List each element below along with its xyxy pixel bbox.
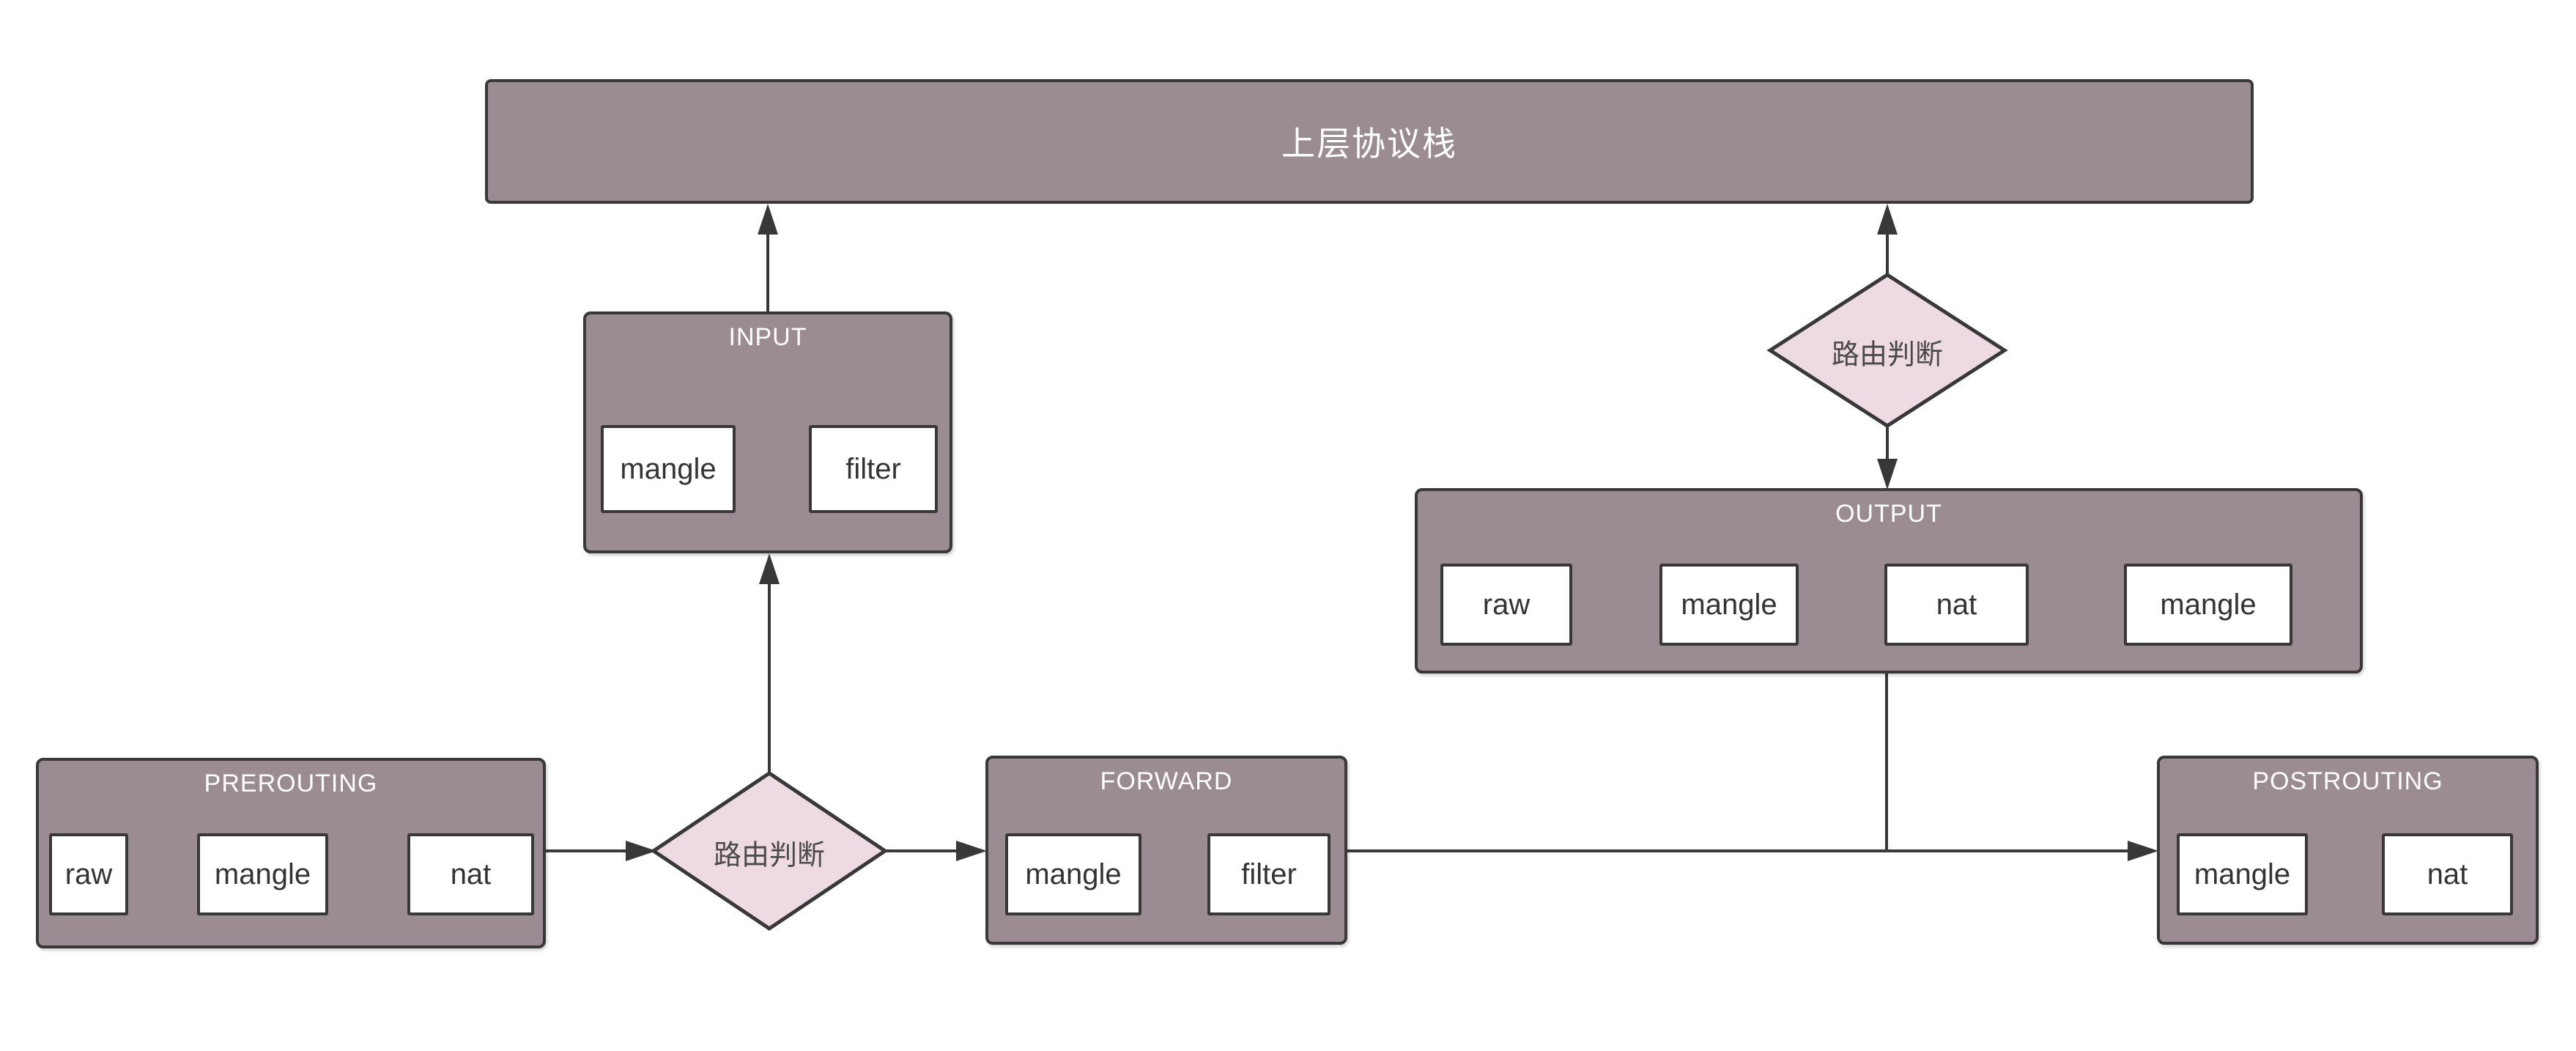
chain-title-forward: FORWARD [1100, 767, 1233, 795]
table-label: mangle [2160, 588, 2257, 621]
arrow-decision-to-stack [1877, 204, 1898, 279]
routing-decision-diamond-left [650, 770, 889, 932]
chain-box-output: OUTPUT raw mangle nat mangle [1415, 488, 2363, 674]
chain-title-postrouting: POSTROUTING [2252, 767, 2443, 795]
table-box-postrouting-mangle: mangle [2177, 833, 2308, 915]
table-label: nat [450, 858, 492, 890]
table-box-input-mangle: mangle [601, 425, 736, 513]
table-label: mangle [1025, 858, 1122, 890]
table-box-forward-filter: filter [1207, 833, 1330, 915]
arrow-decision-to-input [759, 553, 780, 777]
table-box-input-filter: filter [809, 425, 938, 513]
arrow-input-to-stack [758, 204, 778, 315]
table-label: filter [845, 452, 901, 485]
table-box-forward-mangle: mangle [1005, 833, 1141, 915]
table-label: mangle [2194, 858, 2291, 890]
table-label: mangle [1681, 588, 1777, 621]
table-box-output-mangle: mangle [1659, 564, 1799, 646]
arrow-prerouting-to-decision [546, 841, 656, 861]
table-box-output-raw: raw [1440, 564, 1572, 646]
table-label: nat [2427, 858, 2468, 890]
upper-protocol-stack-label: 上层协议栈 [1281, 125, 1457, 163]
table-label: mangle [620, 452, 717, 485]
table-label: raw [1482, 588, 1531, 621]
upper-protocol-stack-box: 上层协议栈 [485, 79, 2254, 204]
table-box-prerouting-raw: raw [49, 833, 128, 915]
table-box-output-nat: nat [1884, 564, 2029, 646]
arrow-forward-to-postrouting [1347, 841, 2158, 861]
routing-decision-diamond-right [1766, 273, 2008, 428]
chain-title-output: OUTPUT [1835, 500, 1942, 528]
table-label: nat [1936, 588, 1977, 621]
table-box-prerouting-mangle: mangle [197, 833, 328, 915]
table-box-output-mangle2: mangle [2124, 564, 2292, 646]
routing-decision-label-left: 路由判断 [713, 840, 826, 871]
chain-box-prerouting: PREROUTING raw mangle nat [36, 758, 546, 948]
arrow-decision-to-forward [885, 841, 987, 861]
table-label: mangle [214, 858, 311, 890]
table-label: filter [1241, 858, 1297, 890]
routing-decision-label-right: 路由判断 [1831, 339, 1944, 371]
chain-box-postrouting: POSTROUTING mangle nat [2157, 756, 2539, 945]
chain-box-forward: FORWARD mangle filter [985, 756, 1347, 945]
table-box-postrouting-nat: nat [2382, 833, 2513, 915]
chain-title-input: INPUT [728, 323, 807, 351]
arrow-decision-to-output [1877, 422, 1898, 490]
chain-box-input: INPUT mangle filter [583, 311, 952, 553]
table-box-prerouting-nat: nat [407, 833, 534, 915]
table-label: raw [64, 858, 113, 890]
chain-title-prerouting: PREROUTING [204, 770, 378, 797]
